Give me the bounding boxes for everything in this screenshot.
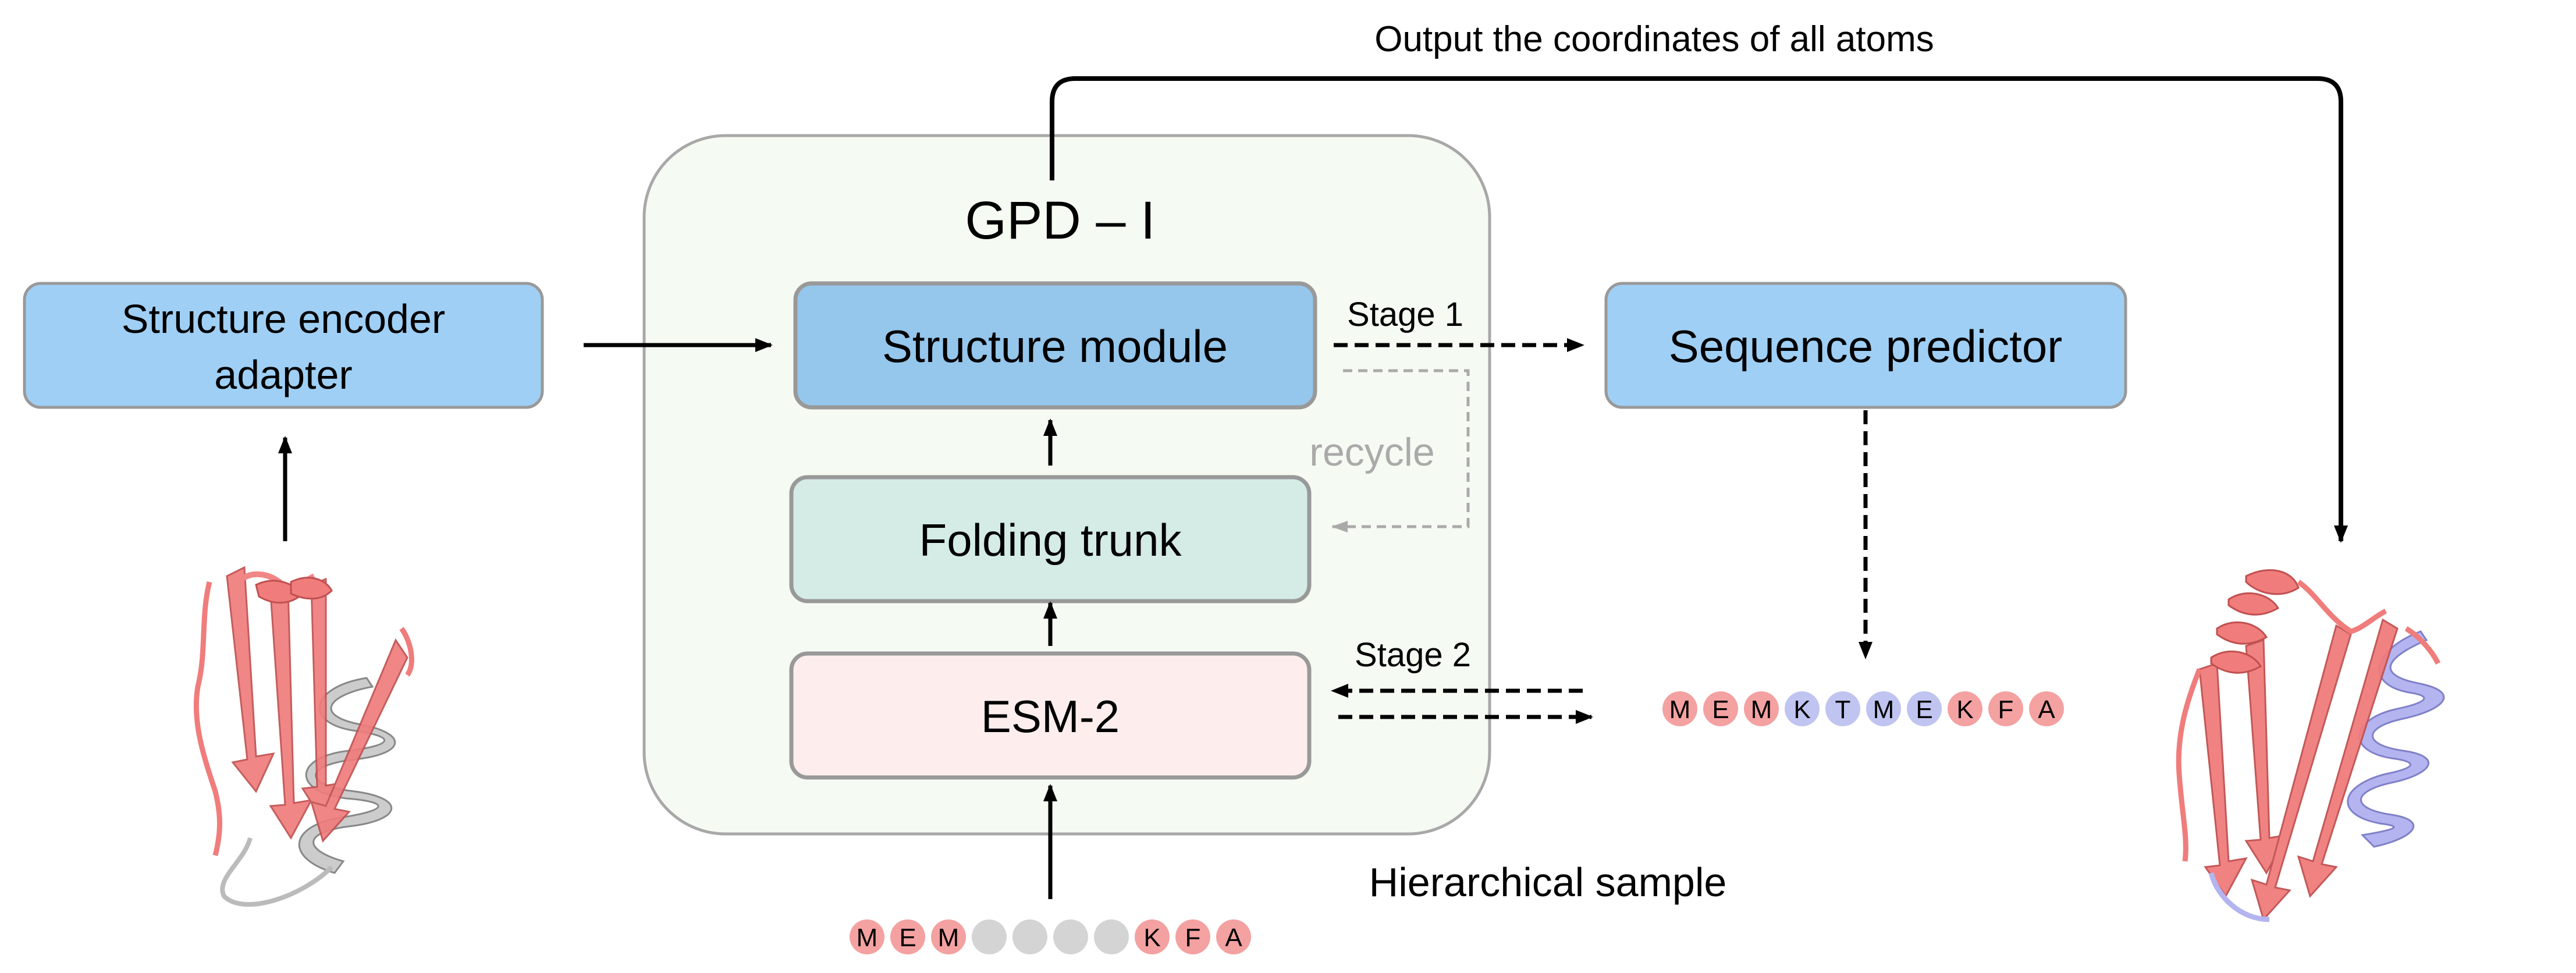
input-residue-circle <box>1012 919 1047 954</box>
predicted-residue-circle <box>2029 691 2064 726</box>
sequence-predictor-label: Sequence predictor <box>1669 321 2062 372</box>
input-residue-circle <box>1053 919 1088 954</box>
predicted-residue-circle <box>1907 691 1942 726</box>
predicted-residue-circle <box>1662 691 1697 726</box>
input-residue-letter: E <box>899 924 916 952</box>
output-coordinates-label: Output the coordinates of all atoms <box>1374 19 1934 59</box>
input-residue-letter: A <box>1225 924 1242 952</box>
stage1-label: Stage 1 <box>1347 296 1463 333</box>
predicted-residue-letter: K <box>1793 695 1810 724</box>
predicted-residue-letter: F <box>1998 695 2014 724</box>
structure-encoder-adapter-box <box>23 282 544 409</box>
recycle-loop-arrow <box>1331 369 1470 532</box>
predicted-residue-circle <box>1866 691 1901 726</box>
input-residue-circle <box>972 919 1007 954</box>
input-residue-letter: M <box>857 924 878 952</box>
sequence-predictor-box <box>1604 282 2127 409</box>
encoder-label-line2: adapter <box>214 352 352 397</box>
structure-module-box <box>793 281 1317 410</box>
predicted-residue-circle <box>1988 691 2023 726</box>
gpd-title: GPD – I <box>965 191 1155 250</box>
encoder-label-line1: Structure encoder <box>122 296 445 342</box>
predicted-residue-circle <box>1948 691 1982 726</box>
output-protein-structure-icon <box>2176 569 2445 922</box>
stage2-label: Stage 2 <box>1355 636 1471 674</box>
input-residue-letter: K <box>1143 924 1160 952</box>
folding-trunk-label: Folding trunk <box>919 514 1182 566</box>
esm2-label: ESM-2 <box>981 691 1120 742</box>
predicted-residue-letter: E <box>1712 695 1729 724</box>
predicted-residue-circle <box>1744 691 1779 726</box>
input-residue-circle <box>890 919 925 954</box>
predicted-residue-letter: A <box>2038 695 2055 724</box>
predicted-residue-circle <box>1825 691 1860 726</box>
predicted-residue-letter: M <box>1873 695 1895 724</box>
predicted-residue-circle <box>1785 691 1820 726</box>
predicted-residue-circle <box>1703 691 1738 726</box>
recycle-label: recycle <box>1309 430 1434 474</box>
predicted-residue-letter: M <box>1751 695 1772 724</box>
predicted-residue-letter: K <box>1956 695 1973 724</box>
input-protein-structure-icon <box>193 566 414 907</box>
input-residue-circle <box>1175 919 1210 954</box>
input-residue-circle <box>1216 919 1251 954</box>
input-residue-circle <box>850 919 884 954</box>
input-residue-circle <box>1094 919 1129 954</box>
output-coordinates-arrow <box>1050 76 2348 543</box>
hierarchical-sample-label: Hierarchical sample <box>1369 860 1727 905</box>
predicted-residue-letter: T <box>1835 695 1851 724</box>
esm2-box <box>789 651 1312 780</box>
predicted-residue-letter: E <box>1916 695 1932 724</box>
input-residue-circle <box>931 919 966 954</box>
input-residue-letter: M <box>938 924 960 952</box>
structure-module-label: Structure module <box>882 321 1228 372</box>
input-residue-circle <box>1135 919 1170 954</box>
input-residue-letter: F <box>1185 924 1201 952</box>
predicted-residue-letter: M <box>1669 695 1691 724</box>
